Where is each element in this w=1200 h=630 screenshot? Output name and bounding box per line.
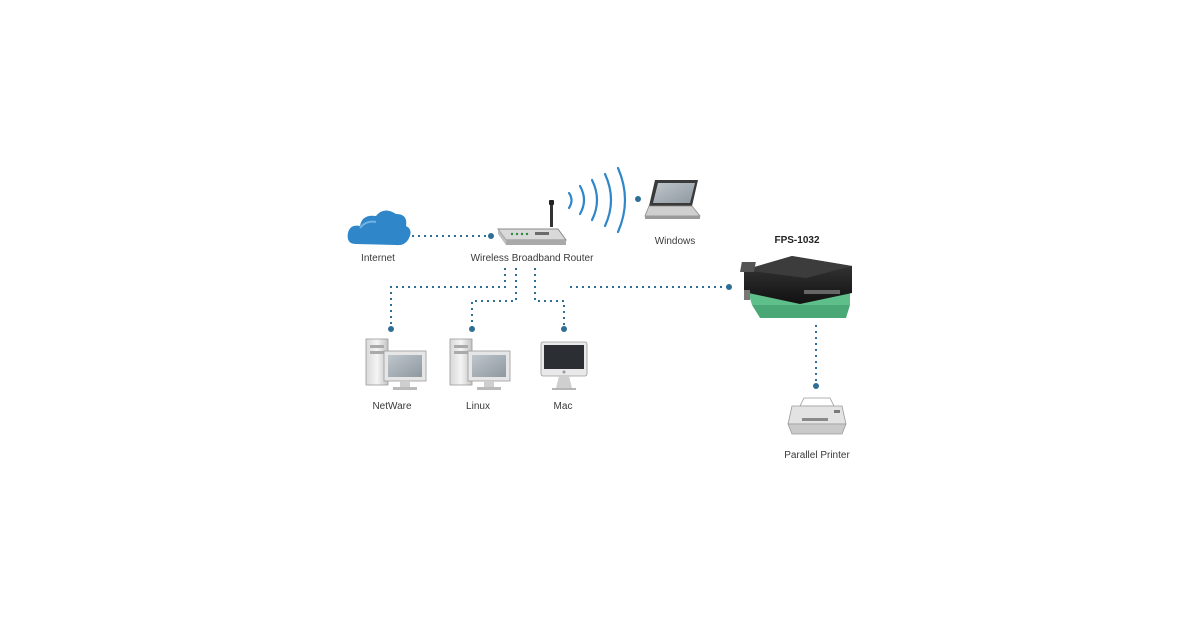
laptop-icon (644, 180, 701, 219)
netware-pc-icon (365, 338, 427, 390)
imac-icon (540, 341, 588, 390)
wifi-signal-icon (567, 166, 627, 234)
print-server-icon (740, 256, 852, 318)
connection-lines (390, 235, 817, 385)
link-router-linux (471, 268, 517, 328)
label-netware: NetWare (372, 401, 412, 412)
router-icon (497, 200, 567, 245)
label-router: Wireless Broadband Router (470, 253, 594, 264)
link-router-netware (390, 268, 506, 328)
connector-dots (388, 196, 819, 389)
printer-icon (787, 397, 847, 435)
label-windows: Windows (654, 236, 696, 247)
label-printer: Parallel Printer (784, 450, 850, 461)
cloud-icon (347, 210, 411, 246)
label-mac: Mac (553, 401, 573, 412)
label-internet: Internet (361, 253, 395, 264)
link-router-mac (534, 268, 565, 328)
label-print-server: FPS-1032 (774, 235, 820, 246)
linux-pc-icon (449, 338, 511, 390)
label-linux: Linux (466, 401, 490, 412)
